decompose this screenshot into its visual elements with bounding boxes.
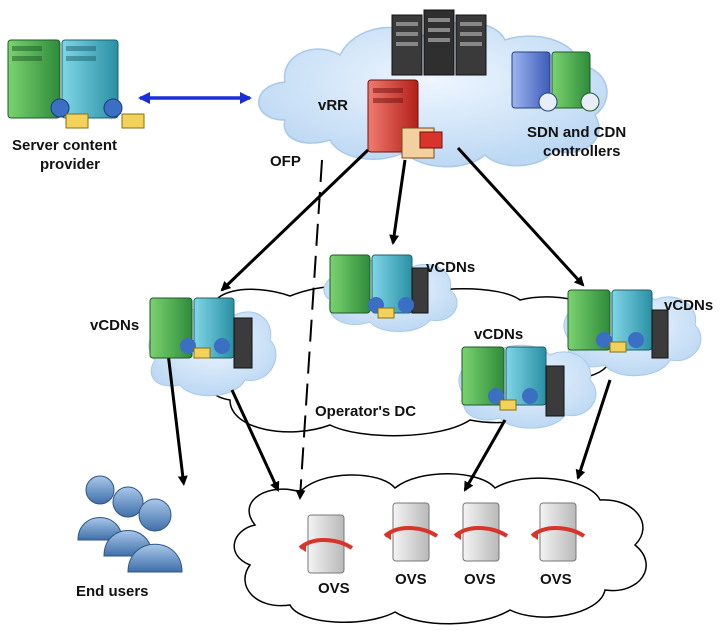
vcdns-top-label: vCDNs xyxy=(426,259,475,276)
vcdn-servers-left xyxy=(149,297,253,369)
arrow-right-to-ovs xyxy=(575,379,612,480)
vcdn-servers-top xyxy=(329,254,429,319)
operators-dc-label: Operator's DC xyxy=(315,403,416,420)
ovs-label-3: OVS xyxy=(464,571,496,588)
ovs-switch-icon xyxy=(298,514,354,574)
content-provider-label-line1: Server content xyxy=(12,137,117,154)
ovs-label-4: OVS xyxy=(540,571,572,588)
ofp-dashed-line xyxy=(295,159,323,500)
end-users-icon xyxy=(77,475,183,573)
ovs-label-1: OVS xyxy=(318,580,350,597)
vcdn-servers-center xyxy=(461,346,565,417)
sdn-cdn-controller-servers xyxy=(511,51,600,112)
ovs-switch-icon xyxy=(453,502,509,562)
ovs-label-2: OVS xyxy=(395,571,427,588)
arrow-vrr-left xyxy=(220,148,370,292)
sdn-cdn-label-line2: controllers xyxy=(543,143,621,160)
content-provider-label-line2: provider xyxy=(40,156,100,173)
sdn-cdn-label-line1: SDN and CDN xyxy=(527,124,626,141)
vcdns-center-label: vCDNs xyxy=(474,326,523,343)
ovs-switch-icon xyxy=(383,502,439,562)
vcdns-right-label: vCDNs xyxy=(664,297,713,314)
arrow-vrr-top xyxy=(389,159,407,245)
vcdns-left-label: vCDNs xyxy=(90,317,139,334)
vcdn-servers-right xyxy=(567,289,669,359)
server-rack xyxy=(391,9,487,76)
arrow-left-to-ovs xyxy=(230,389,280,492)
ovs-cloud xyxy=(233,473,647,625)
arrow-vrr-right xyxy=(456,146,585,287)
ofp-label: OFP xyxy=(270,153,301,170)
end-users-label: End users xyxy=(76,583,149,600)
vrr-server xyxy=(367,79,443,159)
ovs-switch-icon xyxy=(530,502,586,562)
arrow-center-to-ovs xyxy=(463,419,507,492)
content-provider-servers xyxy=(7,39,145,129)
vrr-label: vRR xyxy=(318,97,348,114)
